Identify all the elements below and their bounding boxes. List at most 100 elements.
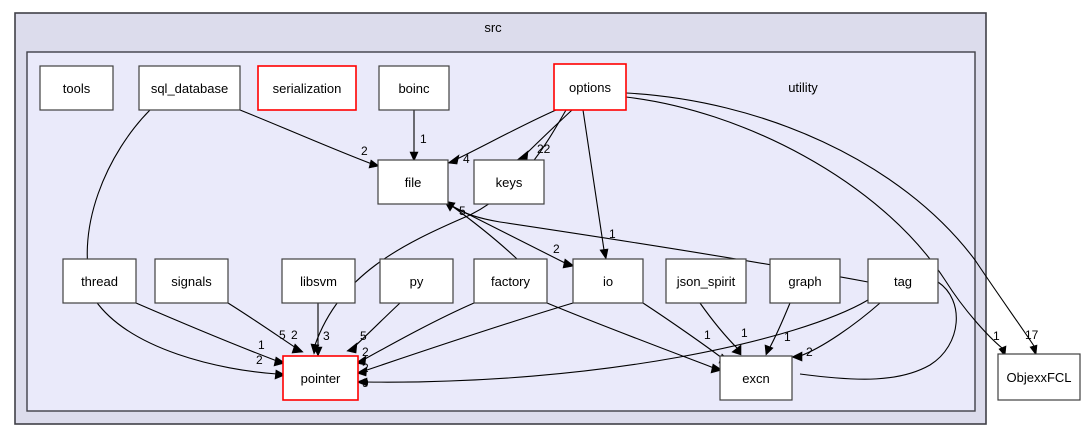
edge-label-options-pointer: 2	[291, 328, 298, 342]
edge-label-options-file: 4	[463, 152, 470, 166]
node-excn[interactable]: excn	[719, 355, 793, 401]
edge-graph-excn	[768, 302, 791, 350]
node-py-label: py	[410, 274, 424, 289]
arrowhead-options-io	[599, 248, 609, 260]
node-tag[interactable]: tag	[867, 258, 939, 304]
edge-label-thread-pointer: 1	[258, 338, 265, 352]
cluster-src-label: src	[484, 20, 502, 35]
node-tools[interactable]: tools	[39, 65, 114, 111]
edge-label-io-objexxfcl: 1	[993, 329, 1000, 343]
edge-factory-excn	[546, 302, 715, 369]
edge-tag-excn	[799, 302, 881, 357]
node-pointer[interactable]: pointer	[282, 355, 359, 401]
node-thread[interactable]: thread	[62, 258, 137, 304]
node-py[interactable]: py	[379, 258, 454, 304]
node-file-label: file	[405, 175, 422, 190]
arrowhead-sql_database-file	[368, 159, 380, 169]
node-options-label: options	[569, 80, 611, 95]
edge-label-factory-excn: 1	[704, 328, 711, 342]
cluster-utility-box	[26, 51, 976, 412]
node-excn-label: excn	[742, 371, 769, 386]
edge-label-boinc-file: 1	[420, 132, 427, 146]
node-file[interactable]: file	[377, 159, 449, 205]
arrowhead-graph-excn	[764, 344, 774, 356]
node-serialization-label: serialization	[273, 81, 342, 96]
node-tag-label: tag	[894, 274, 912, 289]
edge-label-tag-excn: 2	[806, 345, 813, 359]
node-boinc-label: boinc	[398, 81, 430, 96]
node-io[interactable]: io	[572, 258, 644, 304]
edge-label-graph-excn: 1	[784, 330, 791, 344]
node-json_spirit[interactable]: json_spirit	[665, 258, 747, 304]
edge-json_spirit-excn	[699, 302, 739, 350]
node-boinc[interactable]: boinc	[378, 65, 450, 111]
node-signals[interactable]: signals	[154, 258, 229, 304]
node-ObjexxFCL[interactable]: ObjexxFCL	[997, 353, 1081, 401]
edge-io-excn	[642, 302, 723, 359]
arrowhead-factory-excn	[710, 363, 723, 374]
edge-factory-file	[451, 205, 518, 260]
arrowhead-libsvm-pointer	[313, 346, 323, 357]
node-factory[interactable]: factory	[473, 258, 548, 304]
edge-thread-pointer	[135, 302, 278, 362]
arrowhead-tag-pointer	[356, 377, 368, 387]
edge-label-options-io: 1	[609, 227, 616, 241]
node-factory-label: factory	[491, 274, 531, 289]
node-tools-label: tools	[63, 81, 91, 96]
node-serialization[interactable]: serialization	[257, 65, 357, 111]
edge-options-objexxfcl	[625, 92, 1035, 347]
edge-py-pointer	[353, 302, 401, 348]
edge-signals-pointer	[227, 302, 297, 349]
node-sql_database-label: sql_database	[151, 81, 228, 96]
edge-options-io	[582, 109, 605, 251]
edge-label-file-io: 2	[553, 242, 560, 256]
nodes-group: tools sql_database serialization boinc o…	[39, 63, 1081, 401]
edge-label-libsvm-pointer: 3	[323, 329, 330, 343]
node-graph[interactable]: graph	[769, 258, 841, 304]
arrowhead-file-io	[562, 258, 575, 269]
arrowhead-sql_database-pointer	[274, 369, 286, 380]
arrowhead-options-file	[447, 154, 460, 165]
edge-label-tag-pointer: 9	[362, 376, 369, 390]
arrowhead-io-pointer	[356, 366, 368, 377]
edge-label-io-pointer: 2	[362, 361, 369, 375]
edge-options-keys	[524, 109, 573, 156]
edge-label-options-keys: 22	[537, 142, 551, 156]
node-ObjexxFCL-label: ObjexxFCL	[1006, 370, 1071, 385]
edge-io-pointer	[363, 302, 574, 372]
edge-label-options-objexxfcl: 17	[1025, 328, 1039, 342]
node-json_spirit-label: json_spirit	[676, 274, 736, 289]
edge-tag-sweep	[799, 281, 957, 380]
edge-factory-pointer	[362, 302, 475, 361]
edge-tag-pointer	[364, 299, 869, 383]
node-io-label: io	[603, 274, 613, 289]
node-keys-label: keys	[496, 175, 523, 190]
node-pointer-label: pointer	[301, 371, 341, 386]
node-options[interactable]: options	[553, 63, 627, 111]
edge-label-json_spirit-excn: 1	[741, 326, 748, 340]
arrowhead-boinc-file	[409, 151, 419, 162]
cluster-utility-label: utility	[788, 80, 818, 95]
arrowhead-tag-excn	[791, 351, 803, 362]
arrowhead-py-pointer	[346, 342, 358, 354]
edge-label-signals-pointer: 5	[279, 328, 286, 342]
edge-label-factory-file: 5	[459, 204, 466, 218]
edge-label-sql_database-pointer: 2	[256, 353, 263, 367]
edge-label-factory-pointer: 2	[362, 345, 369, 359]
edge-label-sql_database-file: 2	[361, 144, 368, 158]
node-thread-label: thread	[81, 274, 118, 289]
node-keys[interactable]: keys	[473, 159, 545, 205]
edge-options-file	[456, 109, 557, 160]
node-signals-label: signals	[171, 274, 212, 289]
arrowhead-json_spirit-excn	[731, 344, 742, 356]
node-libsvm[interactable]: libsvm	[281, 258, 356, 304]
arrowhead-options-objexxfcl	[1029, 344, 1038, 356]
edge-io-objexxfcl	[625, 96, 1003, 349]
node-libsvm-label: libsvm	[300, 274, 337, 289]
cluster-group: src utility	[14, 12, 987, 425]
edge-sql_database-file	[239, 109, 373, 165]
node-sql_database[interactable]: sql_database	[138, 65, 241, 111]
node-graph-label: graph	[788, 274, 821, 289]
